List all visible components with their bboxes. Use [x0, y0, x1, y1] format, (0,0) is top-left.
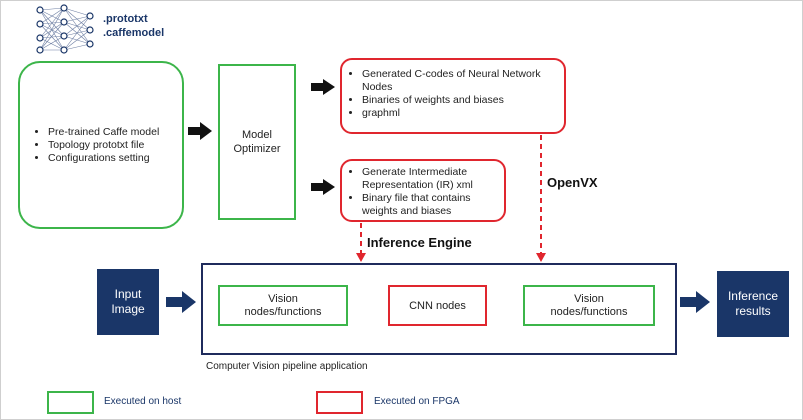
cnn-nodes-box: CNN nodes	[388, 285, 487, 326]
pipeline-caption: Computer Vision pipeline application	[206, 361, 368, 372]
list-item: Topology prototxt file	[48, 139, 159, 152]
generated-code-box: Generated C-codes of Neural Network Node…	[340, 58, 566, 134]
generated-code-list: Generated C-codes of Neural Network Node…	[346, 68, 558, 120]
input-image-label: Input Image	[111, 287, 145, 316]
arrow-right-icon	[311, 79, 335, 95]
legend-host-swatch	[47, 391, 94, 414]
list-item: Generate Intermediate Representation (IR…	[362, 166, 498, 192]
legend-fpga-swatch	[316, 391, 363, 414]
list-item: Binaries of weights and biases	[362, 94, 558, 107]
vision-nodes-left-label: Vision nodes/functions	[244, 292, 322, 318]
list-item: Generated C-codes of Neural Network Node…	[362, 68, 558, 94]
list-item: graphml	[362, 107, 558, 120]
vision-nodes-right-label: Vision nodes/functions	[550, 292, 628, 318]
pretrained-model-list: Pre-trained Caffe model Topology prototx…	[32, 126, 159, 165]
inference-results-box: Inference results	[717, 271, 789, 337]
inference-engine-label: Inference Engine	[367, 235, 472, 250]
openvx-label: OpenVX	[547, 175, 598, 190]
pretrained-model-box: Pre-trained Caffe model Topology prototx…	[18, 61, 184, 229]
neural-network-icon	[36, 4, 94, 54]
list-item: Configurations setting	[48, 152, 159, 165]
model-optimizer-box: Model Optimizer	[218, 64, 296, 220]
legend-fpga-label: Executed on FPGA	[374, 396, 460, 407]
ir-list: Generate Intermediate Representation (IR…	[346, 166, 498, 218]
ir-box: Generate Intermediate Representation (IR…	[340, 159, 506, 222]
prototxt-label: .prototxt	[103, 13, 148, 25]
arrow-right-icon	[311, 179, 335, 195]
inference-results-label: Inference results	[727, 289, 779, 318]
list-item: Binary file that contains weights and bi…	[362, 192, 498, 218]
input-image-box: Input Image	[97, 269, 159, 335]
list-item: Pre-trained Caffe model	[48, 126, 159, 139]
arrow-right-icon	[680, 291, 710, 313]
vision-nodes-left-box: Vision nodes/functions	[218, 285, 348, 326]
caffemodel-label: .caffemodel	[103, 27, 165, 39]
legend-host-label: Executed on host	[104, 396, 182, 407]
cv-pipeline-box	[201, 263, 677, 355]
arrow-right-icon	[166, 291, 196, 313]
vision-nodes-right-box: Vision nodes/functions	[523, 285, 655, 326]
model-optimizer-label: Model Optimizer	[233, 129, 281, 155]
cnn-nodes-label: CNN nodes	[409, 299, 466, 312]
arrow-right-icon	[188, 122, 212, 140]
